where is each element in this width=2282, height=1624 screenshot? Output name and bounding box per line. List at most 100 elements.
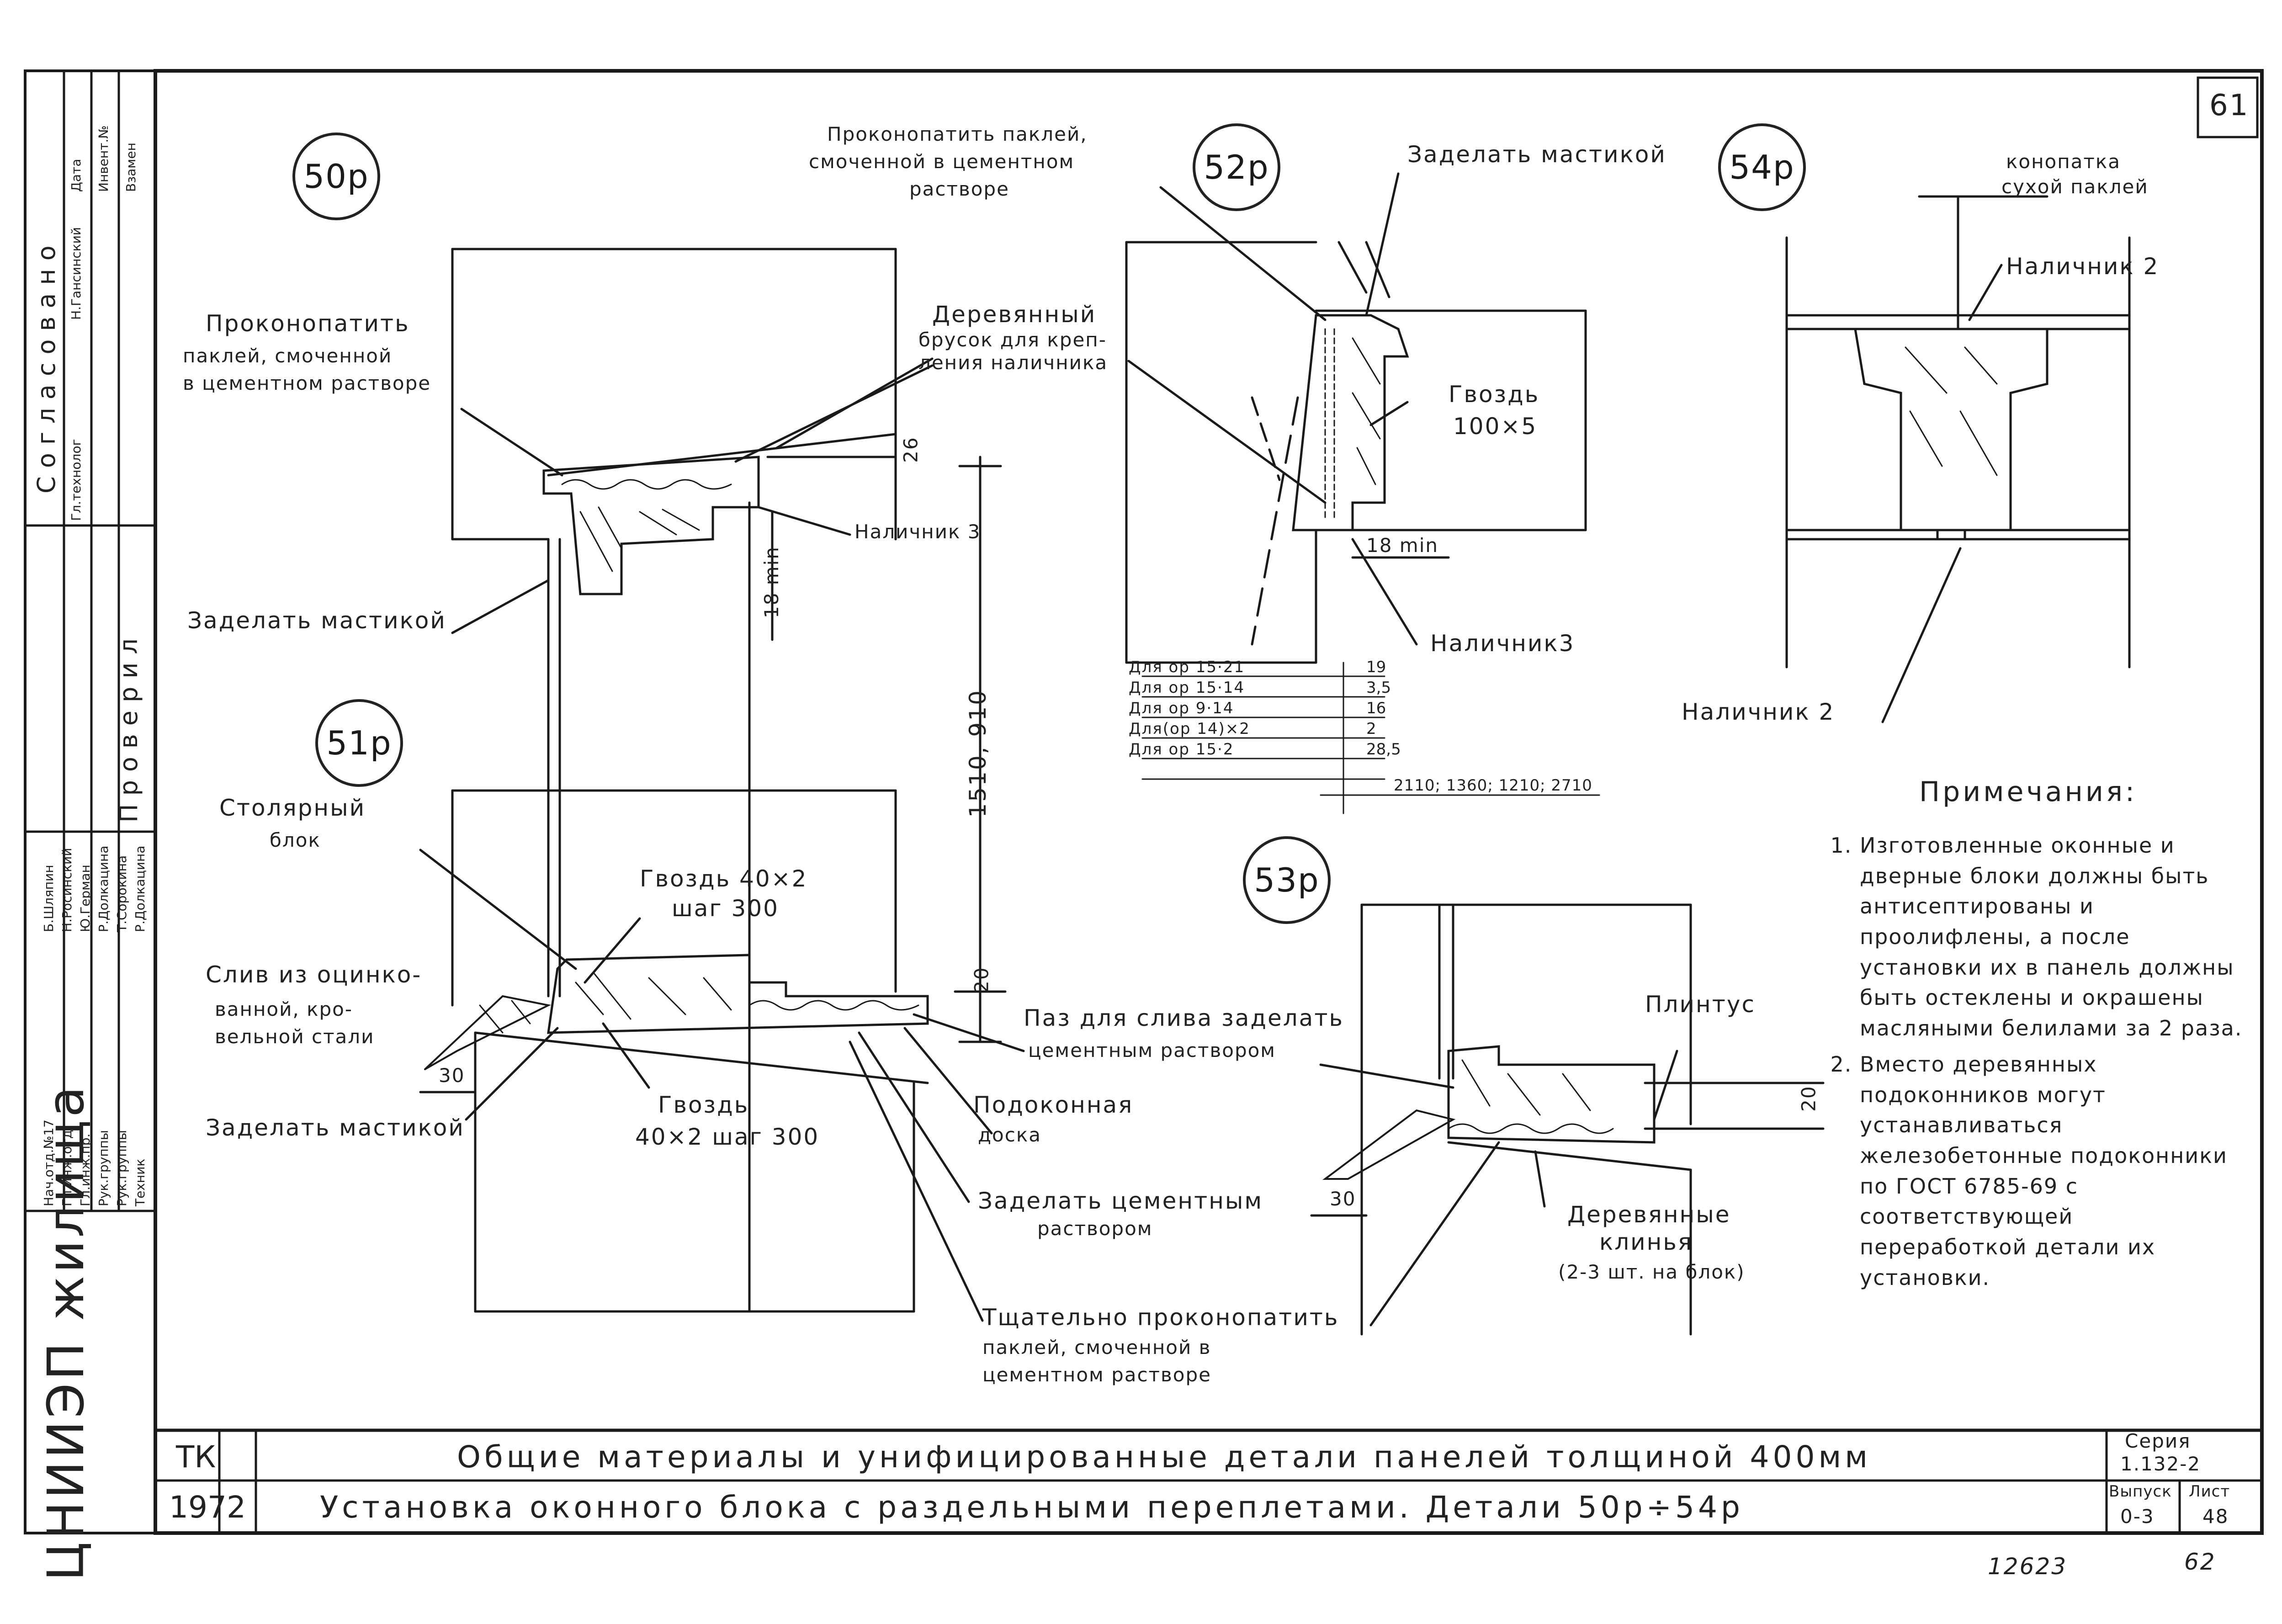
dim-52p-18min: 18 min [1366,534,1438,557]
dim-50p-height: 1510, 910 [964,689,991,818]
sheet-number: 61 [2209,89,2250,122]
stamp-column: Дата [69,159,84,192]
stamp-name: Т.Сорокина [114,855,129,932]
page-stamp: 62 [2184,1549,2216,1575]
callout-51p-mastika: Заделать мастикой [206,1115,465,1141]
dim-51p-30: 30 [439,1064,465,1087]
callout-51p-gvozd-top-1: Гвоздь 40×2 [640,865,808,892]
table-row-value: 3,5 [1366,679,1391,697]
callout-51p-gvozd-bottom-1: Гвоздь [658,1092,749,1118]
callout-53p-klinya-1: Деревянные [1567,1201,1731,1228]
note-item: Вместо деревянных подоконников могут уст… [1860,1049,2248,1293]
table-row-value: 2 [1366,720,1376,738]
callout-52p-prokonopatit-2: смоченной в цементном [809,150,1075,173]
stamp-agreed: Согласовано [32,237,61,494]
stamp-column: Инвент.№ [96,125,111,192]
stamp-checked: Проверил [114,630,143,823]
callout-52p-mastika: Заделать мастикой [1407,141,1666,168]
callout-54p-konopatka-2: сухой паклей [2001,175,2149,198]
stamp-approval: Н.Гансинский [69,227,84,320]
callout-51p-gvozd-bottom-2: 40×2 шаг 300 [635,1124,820,1150]
callout-51p-sliv-2: ванной, кро- [215,998,353,1020]
callout-51p-gvozd-top-2: шаг 300 [672,895,779,922]
stamp-role: Гл.инж.пр. [78,1133,93,1206]
callout-50p-mastika: Заделать мастикой [187,607,446,634]
callout-50p-brusok-3: ления наличника [918,351,1108,374]
stamp-role: Техник [133,1158,148,1206]
detail-label-54p: 54р [1718,123,1806,211]
callout-50p-nalichnik3: Наличник 3 [854,520,981,543]
title-block-year: 1972 [169,1490,246,1525]
dim-51p-20: 20 [970,966,993,993]
stamp-role: Гл.инж.отд. [59,1125,74,1206]
callout-51p-podokonnaya-1: Подоконная [973,1092,1134,1118]
detail-52p-drawing [1125,172,1600,814]
series-label: Серия [2125,1430,2191,1452]
callout-54p-konopatka-1: конопатка [2006,150,2121,173]
detail-54p-drawing [1785,195,2131,723]
table-row-label: Для ор 15·14 [1129,679,1245,697]
table-row-label: Для ор 9·14 [1129,699,1234,717]
notes-title: Примечания: [1919,776,2138,808]
callout-50p-prokonopatit-3: в цементном растворе [183,372,431,394]
detail-53p-drawing [1310,903,1825,1336]
stamp-name: Р.Долкацина [96,845,111,932]
notes-block: Примечания: Изготовленные оконные и двер… [1837,772,2248,1298]
series-value: 1.132-2 [2120,1453,2201,1475]
callout-51p-podokonnaya-2: доска [978,1124,1041,1146]
callout-52p-nalichnik3: Наличник3 [1430,630,1575,657]
detail-label-53p: 53р [1243,836,1331,924]
detail-label-51p: 51р [315,699,403,787]
archive-number: 12623 [1988,1553,2068,1580]
callout-54p-nalichnik2-top: Наличник 2 [2006,253,2160,280]
callout-52p-gvozd-2: 100×5 [1453,413,1538,440]
callout-51p-cement-1: Заделать цементным [978,1188,1263,1214]
dim-53p-20: 20 [1797,1085,1820,1112]
callout-51p-tshchatelno-2: паклей, смоченной в [982,1336,1211,1359]
dim-50p-18min: 18 min [760,546,783,619]
table-row-label: Для(ор 14)×2 [1129,720,1250,738]
detail-label-52p: 52р [1193,123,1280,211]
sheet-number-box [2197,76,2259,138]
callout-53p-klinya-2: клинья [1599,1229,1693,1255]
issue-label: Выпуск [2109,1482,2172,1501]
callout-52p-prokonopatit-1: Проконопатить паклей, [827,123,1088,145]
stamp-column: Взамен [123,143,138,192]
sheet-value: 48 [2202,1505,2229,1528]
callout-50p-brusok-2: брусок для креп- [918,329,1107,351]
table-row-value: 16 [1366,699,1386,717]
stamp-name: Б.Шляпин [41,865,56,932]
detail-50p-drawing [419,248,1454,1322]
issue-value: 0-3 [2120,1505,2155,1528]
callout-52p-gvozd-1: Гвоздь [1449,381,1540,408]
dim-50p-26: 26 [899,436,922,463]
callout-51p-stolyarny-1: Столярный [219,795,366,821]
detail-label-50p: 50р [292,133,380,220]
dim-53p-30: 30 [1330,1188,1356,1210]
callout-51p-sliv-1: Слив из оцинко- [206,961,422,988]
callout-51p-tshchatelno-1: Тщательно проконопатить [982,1304,1339,1331]
sheet-label: Лист [2189,1482,2230,1501]
callout-54p-nalichnik2-bottom: Наличник 2 [1682,699,1835,725]
callout-51p-cement-2: раствором [1037,1217,1153,1240]
callout-51p-stolyarny-2: блок [270,829,321,851]
table-row-label: Для ор 15·2 [1129,740,1234,759]
callout-51p-tshchatelno-3: цементном растворе [982,1364,1211,1386]
stamp-name: Ю.Герман [78,865,93,932]
title-line-2: Установка оконного блока с раздельными п… [320,1490,1744,1525]
stamp-approval: Гл.технолог [69,439,84,521]
stamp-role: Рук.группы [114,1130,129,1206]
note-item: Изготовленные оконные и дверные блоки до… [1860,830,2248,1044]
callout-53p-plintus: Плинтус [1645,991,1756,1018]
stamp-role: Рук.группы [96,1130,111,1206]
callout-53p-klinya-3: (2-3 шт. на блок) [1558,1261,1745,1283]
stamp-name: Р.Долкацина [133,845,148,932]
table-row-value: 19 [1366,658,1386,676]
dim-52p-widths: 2110; 1360; 1210; 2710 [1394,776,1592,795]
table-row-value: 28,5 [1366,740,1401,759]
callout-50p-brusok-1: Деревянный [932,301,1097,328]
callout-50p-prokonopatit-1: Проконопатить [206,310,410,337]
callout-50p-prokonopatit-2: паклей, смоченной [183,345,393,367]
callout-51p-paz-1: Паз для слива заделать [1024,1005,1344,1031]
